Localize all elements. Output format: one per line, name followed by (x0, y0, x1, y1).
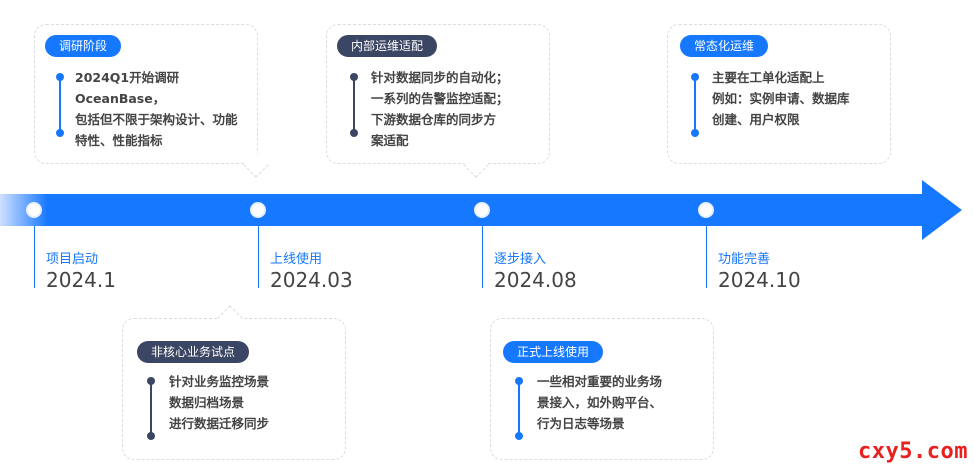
card-line: 一些相对重要的业务场 (537, 374, 663, 389)
rail-line (59, 77, 61, 133)
card-line: 进行数据迁移同步 (169, 416, 270, 431)
card-pointer (243, 152, 269, 178)
milestone-dot (26, 202, 42, 218)
rail-dot-bottom (691, 129, 699, 137)
card-line: 例如：实例申请、数据库 (712, 91, 850, 106)
card-non-core-pilot: 非核心业务试点 针对业务监控场景 数据归档场景 进行数据迁移同步 (122, 305, 346, 460)
rail-line (353, 77, 355, 133)
rail-dot-bottom (56, 129, 64, 137)
card-line: 行为日志等场景 (537, 416, 625, 431)
milestone-label: 项目启动 (46, 252, 99, 267)
card-text: 针对业务监控场景 数据归档场景 进行数据迁移同步 (169, 371, 345, 434)
card-line: 针对数据同步的自动化； (371, 70, 509, 85)
milestone-tick (34, 226, 35, 288)
card-title: 常态化运维 (680, 35, 769, 57)
card-line: 下游数据仓库的同步方 (371, 112, 497, 127)
card-research: 调研阶段 2024Q1开始调研OceanBase， 包括但不限于架构设计、功能 … (34, 24, 269, 178)
milestone-dot (698, 202, 714, 218)
milestone-tick (258, 226, 259, 288)
card-normalized-ops: 常态化运维 主要在工单化适配上 例如：实例申请、数据库 创建、用户权限 (667, 24, 891, 164)
card-line: 数据归档场景 (169, 395, 245, 410)
rail-line (150, 381, 152, 435)
card-internal-ops: 内部运维适配 针对数据同步的自动化； 一系列的告警监控适配； 下游数据仓库的同步… (326, 24, 550, 178)
milestone-tick (706, 226, 707, 288)
watermark: cxy5.com (858, 439, 968, 464)
card-line: 特性、性能指标 (75, 133, 163, 148)
card-text: 针对数据同步的自动化； 一系列的告警监控适配； 下游数据仓库的同步方 案适配 (371, 67, 549, 151)
card-production: 正式上线使用 一些相对重要的业务场 景接入，如外购平台、 行为日志等场景 (490, 318, 714, 460)
card-text: 主要在工单化适配上 例如：实例申请、数据库 创建、用户权限 (712, 67, 890, 130)
card-title: 非核心业务试点 (137, 341, 250, 363)
card-text: 2024Q1开始调研OceanBase， 包括但不限于架构设计、功能 特性、性能… (75, 67, 257, 151)
rail-line (694, 77, 696, 133)
milestone-date: 2024.08 (494, 268, 577, 292)
card-line: 景接入，如外购平台、 (537, 395, 663, 410)
card-line: 主要在工单化适配上 (712, 70, 825, 85)
milestone-date: 2024.03 (270, 268, 353, 292)
card-title: 调研阶段 (45, 35, 122, 57)
card-line: 包括但不限于架构设计、功能 (75, 112, 238, 127)
card-title: 内部运维适配 (337, 35, 438, 57)
card-pointer (463, 152, 489, 178)
milestone-date: 2024.1 (46, 268, 116, 292)
milestone-label: 上线使用 (270, 252, 323, 267)
milestone-date: 2024.10 (718, 268, 801, 292)
rail-line (518, 381, 520, 435)
card-line: 一系列的告警监控适配； (371, 91, 509, 106)
milestone-dot (250, 202, 266, 218)
card-pointer (217, 305, 243, 331)
card-title: 正式上线使用 (503, 341, 604, 363)
card-line: 案适配 (371, 133, 409, 148)
rail-dot-bottom (147, 432, 155, 440)
milestone-tick (482, 226, 483, 288)
card-line: 2024Q1开始调研OceanBase， (75, 70, 180, 106)
milestone-label: 逐步接入 (494, 252, 547, 267)
milestone-label: 功能完善 (718, 252, 771, 267)
card-line: 创建、用户权限 (712, 112, 800, 127)
card-line: 针对业务监控场景 (169, 374, 270, 389)
rail-dot-bottom (350, 129, 358, 137)
milestone-dot (474, 202, 490, 218)
card-text: 一些相对重要的业务场 景接入，如外购平台、 行为日志等场景 (537, 371, 713, 434)
rail-dot-bottom (515, 432, 523, 440)
